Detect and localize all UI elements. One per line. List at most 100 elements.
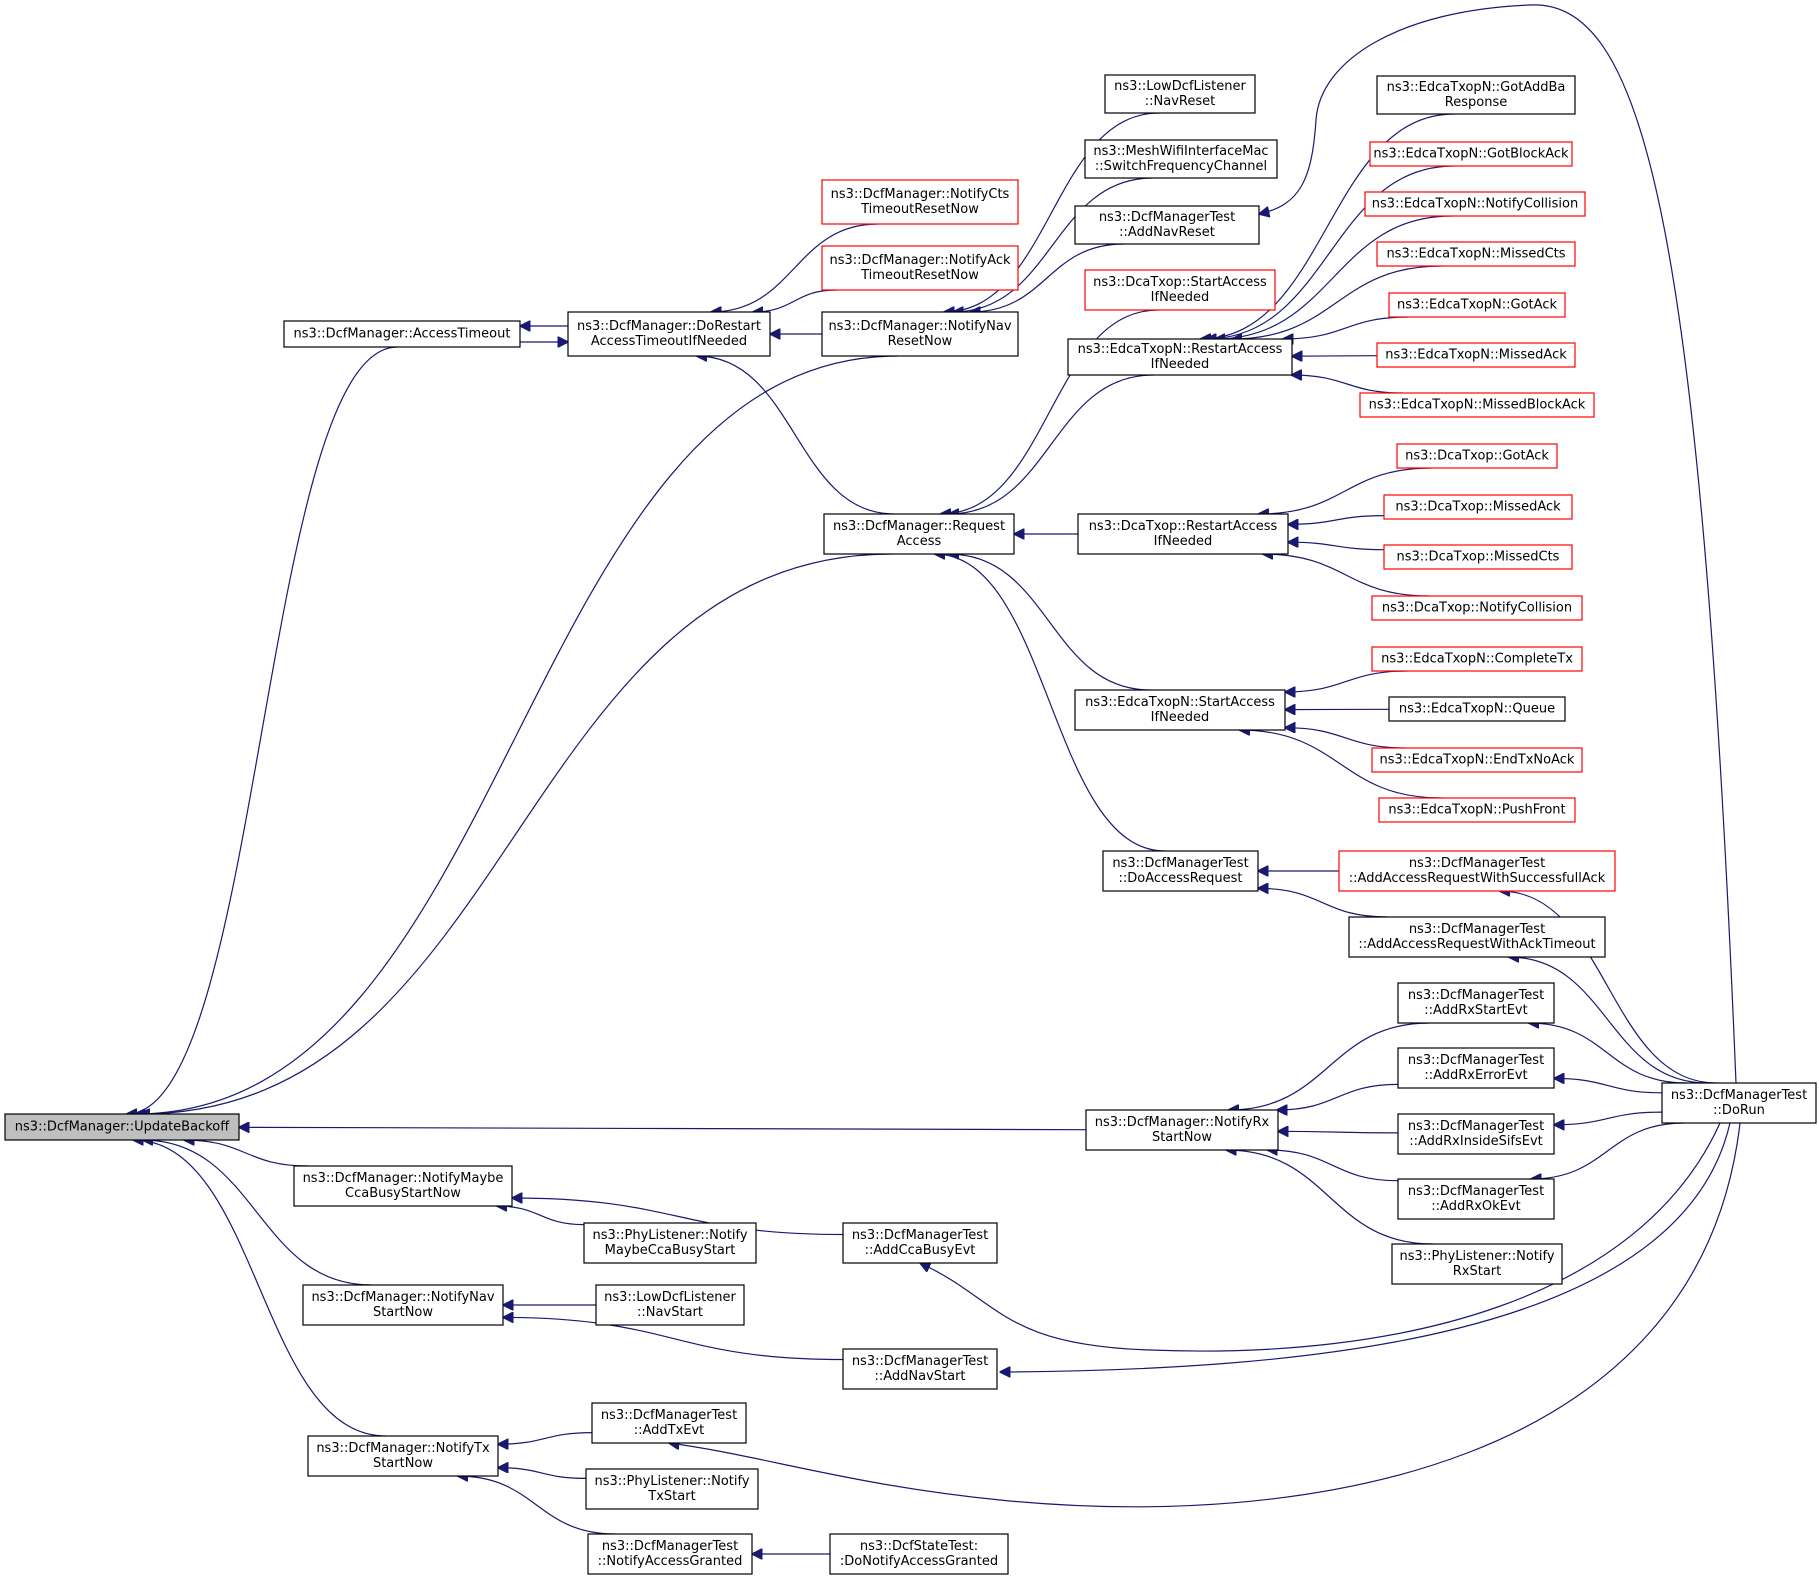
node-edca-notify-collision[interactable]: ns3::EdcaTxopN::NotifyCollision bbox=[1364, 191, 1586, 217]
node-test-add-req-success[interactable]: ns3::DcfManagerTest::AddAccessRequestWit… bbox=[1338, 850, 1616, 892]
node-label: TimeoutResetNow bbox=[860, 268, 979, 283]
node-test-add-rx-inside-sifs[interactable]: ns3::DcfManagerTest::AddRxInsideSifsEvt bbox=[1397, 1113, 1555, 1155]
node-notify-cts-reset[interactable]: ns3::DcfManager::NotifyCtsTimeoutResetNo… bbox=[821, 179, 1019, 225]
node-notify-maybe-cca[interactable]: ns3::DcfManager::NotifyMaybeCcaBusyStart… bbox=[293, 1165, 513, 1207]
node-update-backoff[interactable]: ns3::DcfManager::UpdateBackoff bbox=[4, 1113, 240, 1141]
edge-request_access-to-do_restart bbox=[697, 356, 895, 515]
edge-test_add_tx-to-notify_tx_start bbox=[498, 1432, 593, 1445]
node-test-add-rx-error[interactable]: ns3::DcfManagerTest::AddRxErrorEvt bbox=[1397, 1047, 1555, 1089]
node-test-do-run[interactable]: ns3::DcfManagerTest::DoRun bbox=[1661, 1082, 1817, 1124]
edge-test_do_run-to-test_add_rx_error bbox=[1554, 1078, 1663, 1094]
node-dca-got-ack[interactable]: ns3::DcaTxop::GotAck bbox=[1396, 443, 1558, 469]
node-label: ::AddNavReset bbox=[1119, 225, 1215, 240]
node-label: ns3::EdcaTxopN::PushFront bbox=[1388, 803, 1565, 818]
node-label: AccessTimeoutIfNeeded bbox=[591, 334, 747, 349]
edge-edca_got_addba-to-edca_restart_access bbox=[1200, 113, 1455, 339]
node-dcf-state-do-notify[interactable]: ns3::DcfStateTest::DoNotifyAccessGranted bbox=[829, 1533, 1009, 1575]
node-mesh-switch[interactable]: ns3::MeshWifiInterfaceMac::SwitchFrequen… bbox=[1084, 139, 1278, 179]
edge-test_do_run-to-test_add_navstart bbox=[1000, 1122, 1731, 1372]
edge-edca_restart_access-to-request_access bbox=[949, 374, 1154, 514]
node-box bbox=[1364, 191, 1586, 217]
node-test-add-tx[interactable]: ns3::DcfManagerTest::AddTxEvt bbox=[591, 1402, 747, 1444]
node-label: ns3::DcaTxop::MissedAck bbox=[1395, 500, 1561, 515]
nodes-layer: ns3::DcfManager::UpdateBackoffns3::DcfMa… bbox=[4, 74, 1817, 1575]
node-label: IfNeeded bbox=[1151, 357, 1210, 372]
node-test-add-req-timeout[interactable]: ns3::DcfManagerTest::AddAccessRequestWit… bbox=[1348, 916, 1606, 958]
node-box bbox=[1077, 513, 1289, 555]
node-box bbox=[842, 1222, 998, 1264]
node-test-add-navreset[interactable]: ns3::DcfManagerTest::AddNavReset bbox=[1074, 205, 1260, 245]
node-low-dcf-navreset[interactable]: ns3::LowDcfListener::NavReset bbox=[1104, 74, 1256, 114]
edge-test_do_run-to-test_add_rx_start bbox=[1529, 1023, 1687, 1084]
node-test-add-navstart[interactable]: ns3::DcfManagerTest::AddNavStart bbox=[842, 1348, 998, 1390]
node-label: ::NavStart bbox=[637, 1305, 703, 1320]
node-notify-ack-reset[interactable]: ns3::DcfManager::NotifyAckTimeoutResetNo… bbox=[821, 245, 1019, 291]
node-label: StartNow bbox=[373, 1456, 433, 1471]
node-label: MaybeCcaBusyStart bbox=[605, 1243, 736, 1258]
node-label: ns3::DcfManager::DoRestart bbox=[577, 319, 761, 334]
node-test-add-cca-busy[interactable]: ns3::DcfManagerTest::AddCcaBusyEvt bbox=[842, 1222, 998, 1264]
node-dca-missed-cts[interactable]: ns3::DcaTxop::MissedCts bbox=[1383, 544, 1573, 570]
node-box bbox=[1397, 1047, 1555, 1089]
node-label: ns3::EdcaTxopN::StartAccess bbox=[1085, 695, 1275, 710]
node-label: ns3::PhyListener::Notify bbox=[1399, 1249, 1554, 1264]
node-box bbox=[1359, 392, 1595, 418]
node-box bbox=[1074, 689, 1286, 731]
node-edca-push-front[interactable]: ns3::EdcaTxopN::PushFront bbox=[1378, 797, 1576, 823]
node-dca-notify-collision[interactable]: ns3::DcaTxop::NotifyCollision bbox=[1371, 595, 1583, 621]
node-label: StartNow bbox=[373, 1305, 433, 1320]
edge-dca_missed_ack-to-dca_restart_access bbox=[1288, 515, 1385, 525]
edge-mesh_switch-to-notify_nav_reset bbox=[953, 177, 1153, 312]
node-label: ns3::PhyListener::Notify bbox=[594, 1474, 749, 1489]
node-edca-missed-cts[interactable]: ns3::EdcaTxopN::MissedCts bbox=[1376, 241, 1576, 267]
node-test-add-rx-start[interactable]: ns3::DcfManagerTest::AddRxStartEvt bbox=[1397, 982, 1555, 1024]
node-box bbox=[1661, 1082, 1817, 1124]
node-access-timeout[interactable]: ns3::DcfManager::AccessTimeout bbox=[283, 320, 521, 348]
node-box bbox=[1338, 850, 1616, 892]
node-label: ns3::EdcaTxopN::MissedCts bbox=[1386, 247, 1565, 262]
node-box bbox=[1371, 595, 1583, 621]
node-box bbox=[1397, 982, 1555, 1024]
node-dca-missed-ack[interactable]: ns3::DcaTxop::MissedAck bbox=[1383, 494, 1573, 520]
node-label: ::AddRxErrorEvt bbox=[1424, 1068, 1527, 1083]
node-label: ns3::EdcaTxopN::Queue bbox=[1399, 702, 1555, 717]
node-label: ::AddRxInsideSifsEvt bbox=[1409, 1134, 1543, 1149]
node-test-add-rx-ok[interactable]: ns3::DcfManagerTest::AddRxOkEvt bbox=[1397, 1178, 1555, 1220]
edge-test_do_run-to-test_add_rx_ok bbox=[1531, 1122, 1685, 1179]
node-label: ::NotifyAccessGranted bbox=[598, 1554, 743, 1569]
node-label: ns3::DcfManagerTest bbox=[1112, 856, 1248, 871]
edge-test_do_run-to-test_add_cca_busy bbox=[920, 1122, 1721, 1352]
node-low-dcf-navstart[interactable]: ns3::LowDcfListener::NavStart bbox=[595, 1284, 745, 1326]
node-label: ns3::DcfManagerTest bbox=[1409, 922, 1545, 937]
node-edca-missed-blockack[interactable]: ns3::EdcaTxopN::MissedBlockAck bbox=[1359, 392, 1595, 418]
node-edca-complete-tx[interactable]: ns3::EdcaTxopN::CompleteTx bbox=[1371, 646, 1583, 672]
node-test-do-access-request[interactable]: ns3::DcfManagerTest::DoAccessRequest bbox=[1102, 850, 1259, 892]
edge-edca_complete_tx-to-edca_start_access bbox=[1285, 670, 1408, 692]
node-edca-got-ack[interactable]: ns3::EdcaTxopN::GotAck bbox=[1388, 292, 1566, 318]
node-edca-missed-ack[interactable]: ns3::EdcaTxopN::MissedAck bbox=[1376, 342, 1576, 368]
node-edca-got-blockack[interactable]: ns3::EdcaTxopN::GotBlockAck bbox=[1369, 141, 1573, 167]
node-phy-notify-maybe-cca[interactable]: ns3::PhyListener::NotifyMaybeCcaBusyStar… bbox=[583, 1222, 757, 1264]
node-test-notify-access-granted[interactable]: ns3::DcfManagerTest::NotifyAccessGranted bbox=[587, 1533, 753, 1575]
node-box bbox=[823, 513, 1015, 555]
node-edca-end-tx-noack[interactable]: ns3::EdcaTxopN::EndTxNoAck bbox=[1371, 747, 1583, 773]
edge-test_do_run-to-test_add_tx bbox=[669, 1122, 1741, 1508]
node-do-restart[interactable]: ns3::DcfManager::DoRestartAccessTimeoutI… bbox=[567, 311, 771, 357]
node-label: ns3::PhyListener::Notify bbox=[592, 1228, 747, 1243]
node-box bbox=[591, 1402, 747, 1444]
node-edca-queue[interactable]: ns3::EdcaTxopN::Queue bbox=[1388, 696, 1566, 722]
node-box bbox=[1383, 544, 1573, 570]
